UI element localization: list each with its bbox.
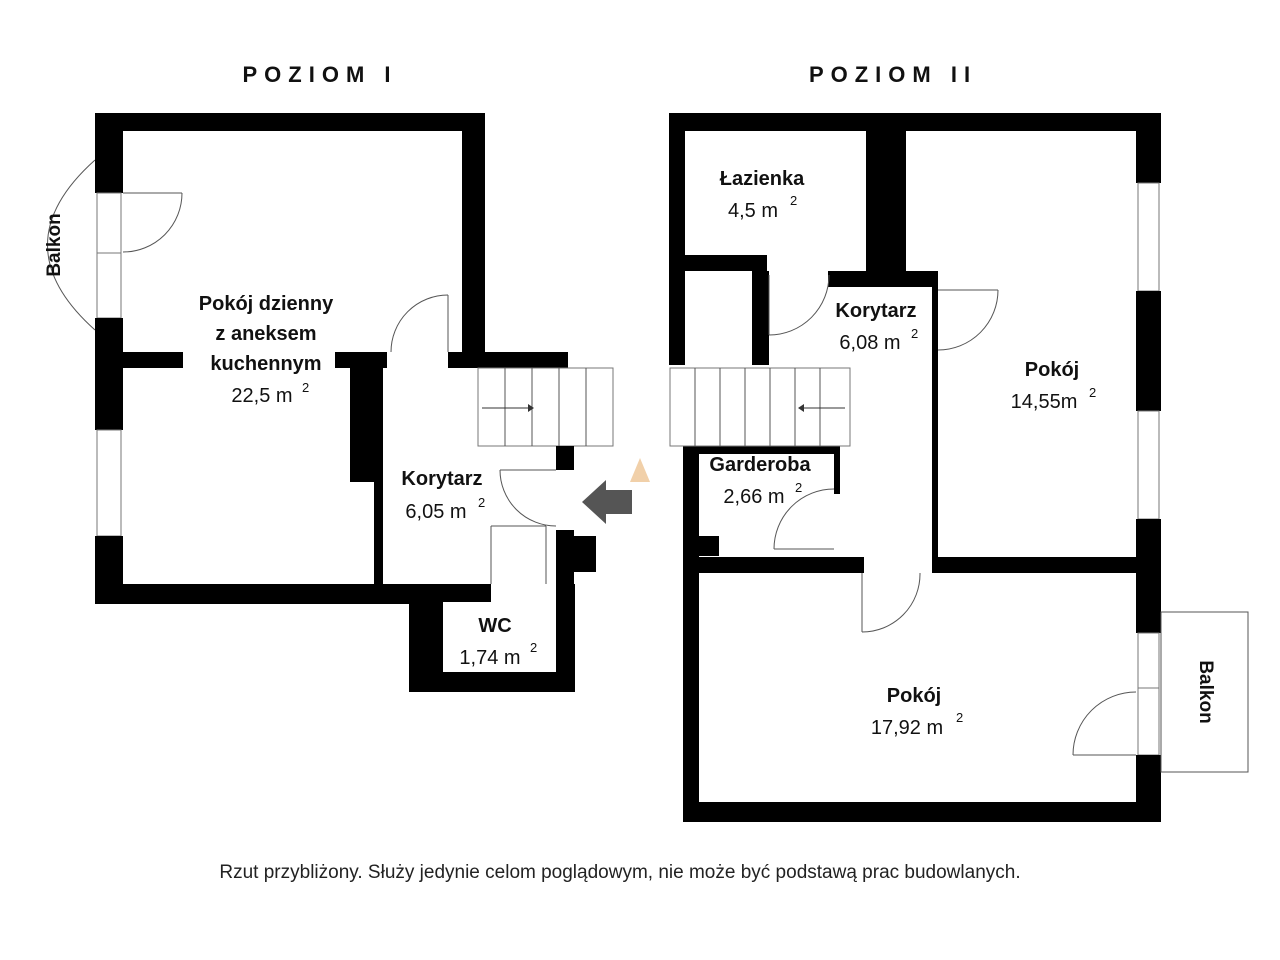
room-living-name-1: Pokój dzienny xyxy=(199,293,334,315)
room-upper: Pokój 14,55m 2 xyxy=(1011,359,1097,413)
room-corridor-2: Korytarz 6,08 m 2 xyxy=(835,300,918,354)
wall xyxy=(448,352,568,368)
disclaimer-footnote: Rzut przybliżony. Służy jedynie celom po… xyxy=(219,862,1021,883)
level-2-title: POZIOM II xyxy=(809,62,977,87)
room-bathroom-name: Łazienka xyxy=(720,168,805,190)
balcony-left-label: Balkon xyxy=(44,213,65,276)
room-corridor-2-area: 6,08 m xyxy=(839,332,900,354)
room-wardrobe: Garderoba 2,66 m 2 xyxy=(709,454,811,508)
room-wardrobe-area: 2,66 m xyxy=(723,486,784,508)
unit-sup: 2 xyxy=(302,380,309,395)
window xyxy=(1137,182,1160,292)
wall xyxy=(95,584,417,604)
staircase xyxy=(477,367,614,447)
room-living-name-3: kuchennym xyxy=(210,353,321,375)
balcony-door-opening xyxy=(96,192,122,254)
wall xyxy=(685,255,767,271)
balcony-door-opening xyxy=(1137,687,1160,756)
room-living-area: 22,5 m xyxy=(231,385,292,407)
balcony-right-label: Balkon xyxy=(1195,660,1216,723)
wall xyxy=(374,368,383,584)
unit-sup: 2 xyxy=(790,193,797,208)
room-upper-area: 14,55m xyxy=(1011,391,1078,413)
wall xyxy=(123,352,183,368)
room-wc: WC 1,74 m 2 xyxy=(459,615,537,669)
door xyxy=(122,192,183,253)
room-corridor-1-area: 6,05 m xyxy=(405,501,466,523)
wall xyxy=(932,557,1161,573)
staircase xyxy=(669,367,851,447)
room-living-name-2: z aneksem xyxy=(215,323,316,345)
entrance-arrow-icon xyxy=(582,480,632,524)
wall xyxy=(683,446,840,454)
balcony-left-outline xyxy=(47,159,96,331)
room-upper-name: Pokój xyxy=(1025,359,1079,381)
wall xyxy=(409,672,575,692)
level-1-plan: Balkon xyxy=(44,113,650,692)
unit-sup: 2 xyxy=(1089,385,1096,400)
room-wardrobe-name: Garderoba xyxy=(709,454,811,476)
wall xyxy=(95,113,123,193)
level-2-plan: Balkon Łazienka 4,5 m 2 Koryt xyxy=(669,113,1249,822)
wall xyxy=(556,584,575,692)
wall xyxy=(95,113,485,131)
door xyxy=(390,294,449,353)
wall xyxy=(669,113,685,365)
door xyxy=(499,469,557,527)
wall xyxy=(699,557,864,573)
wall xyxy=(932,287,938,557)
wall xyxy=(350,352,375,482)
room-bathroom-area: 4,5 m xyxy=(728,200,778,222)
wall xyxy=(1136,519,1161,633)
door xyxy=(937,289,999,351)
watermark-logo-icon xyxy=(630,458,650,482)
door xyxy=(773,488,835,550)
room-lower-area: 17,92 m xyxy=(871,717,943,739)
room-bathroom: Łazienka 4,5 m 2 xyxy=(720,168,805,222)
wall xyxy=(828,271,938,287)
stairs-arrow-icon xyxy=(798,404,845,412)
wall xyxy=(683,446,699,822)
room-corridor-1-name: Korytarz xyxy=(401,468,482,490)
room-corridor-2-name: Korytarz xyxy=(835,300,916,322)
unit-sup: 2 xyxy=(956,710,963,725)
room-lower: Pokój 17,92 m 2 xyxy=(871,685,963,739)
wall xyxy=(683,802,1161,822)
room-lower-name: Pokój xyxy=(887,685,941,707)
wall xyxy=(1136,291,1161,411)
wall xyxy=(699,536,719,556)
unit-sup: 2 xyxy=(795,480,802,495)
room-wc-name: WC xyxy=(478,615,511,637)
door xyxy=(768,274,830,336)
unit-sup: 2 xyxy=(530,640,537,655)
wall xyxy=(462,113,485,363)
wall xyxy=(669,113,1161,131)
window xyxy=(1137,410,1160,520)
wall xyxy=(1136,113,1161,183)
unit-sup: 2 xyxy=(911,326,918,341)
window xyxy=(96,429,122,537)
wall xyxy=(866,113,906,271)
room-corridor-1: Korytarz 6,05 m 2 xyxy=(401,468,485,523)
wall xyxy=(574,536,596,572)
stairs-arrow-icon xyxy=(482,404,534,412)
level-1-title: POZIOM I xyxy=(243,62,398,87)
door xyxy=(1072,691,1137,756)
door xyxy=(490,525,547,584)
window xyxy=(96,252,122,319)
room-wc-area: 1,74 m xyxy=(459,647,520,669)
wall xyxy=(752,271,769,365)
wall xyxy=(834,446,840,494)
wall xyxy=(95,318,123,430)
wall xyxy=(443,584,491,602)
window xyxy=(1137,632,1160,689)
door xyxy=(861,572,921,633)
room-living: Pokój dzienny z aneksem kuchennym 22,5 m… xyxy=(199,293,334,407)
balcony-right-outline xyxy=(1160,611,1249,773)
wall xyxy=(556,446,574,470)
unit-sup: 2 xyxy=(478,495,485,510)
